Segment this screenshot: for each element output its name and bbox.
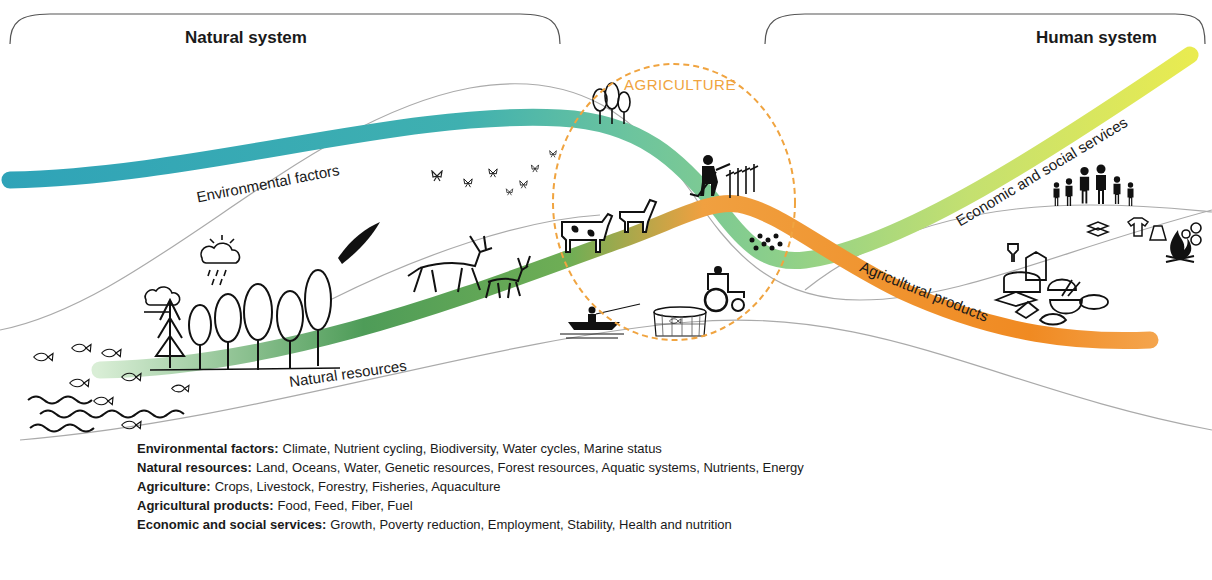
band-label-holder: Agricultural products <box>858 259 991 326</box>
note-term: Agricultural products: <box>137 498 274 513</box>
note-text: Land, Oceans, Water, Genetic resources, … <box>256 460 804 475</box>
antelopes <box>408 236 530 298</box>
band-label: Natural resources <box>288 358 408 391</box>
band-label: Environmental factors <box>195 162 341 206</box>
environment-band <box>10 55 1190 261</box>
goods <box>1088 218 1166 240</box>
dashed-outline <box>553 64 795 340</box>
tractor <box>705 266 744 311</box>
landscape-line <box>0 84 1212 440</box>
note-line: Agricultural products: Food, Feed, Fiber,… <box>137 498 413 514</box>
note-text: Growth, Poverty reduction, Employment, S… <box>330 517 732 532</box>
weather <box>144 235 239 312</box>
system-heading: Natural system <box>185 28 307 48</box>
butterflies <box>432 151 556 196</box>
band-label-holder: Environmental factors <box>195 162 341 206</box>
farmer <box>690 155 730 196</box>
note-line: Economic and social services: Growth, Pov… <box>137 517 732 533</box>
band-label-holder: Natural resources <box>288 358 408 391</box>
forest <box>150 270 340 370</box>
agriculture-circle: AGRICULTURE <box>551 62 797 342</box>
note-line: Natural resources: Land, Oceans, Water, G… <box>137 460 804 476</box>
livestock <box>562 200 656 252</box>
crops <box>726 164 758 198</box>
note-line: Agriculture: Crops, Livestock, Forestry, … <box>137 479 501 495</box>
fire <box>1166 230 1194 262</box>
seedlings <box>750 234 783 251</box>
note-text: Climate, Nutrient cycling, Biodiversity,… <box>283 441 662 456</box>
note-term: Natural resources: <box>137 460 252 475</box>
band-label: Agricultural products <box>858 259 991 326</box>
fishing-boat <box>560 304 640 338</box>
note-term: Agriculture: <box>137 479 211 494</box>
note-text: Food, Feed, Fiber, Fuel <box>278 498 413 513</box>
logs <box>1182 223 1201 245</box>
fish-cage <box>654 307 706 336</box>
food <box>996 244 1108 325</box>
note-line: Environmental factors: Climate, Nutrient … <box>137 441 662 457</box>
system-heading: Human system <box>1036 28 1157 48</box>
band-label-holder: Economic and social services <box>953 114 1130 229</box>
note-term: Environmental factors: <box>137 441 279 456</box>
bird <box>338 222 380 264</box>
note-text: Crops, Livestock, Forestry, Fisheries, A… <box>215 479 501 494</box>
family <box>1054 165 1134 207</box>
band-label: Economic and social services <box>953 114 1130 229</box>
note-term: Economic and social services: <box>137 517 326 532</box>
dashed-circle <box>551 62 797 342</box>
agriculture-title: AGRICULTURE <box>624 76 736 93</box>
waves <box>28 397 184 432</box>
